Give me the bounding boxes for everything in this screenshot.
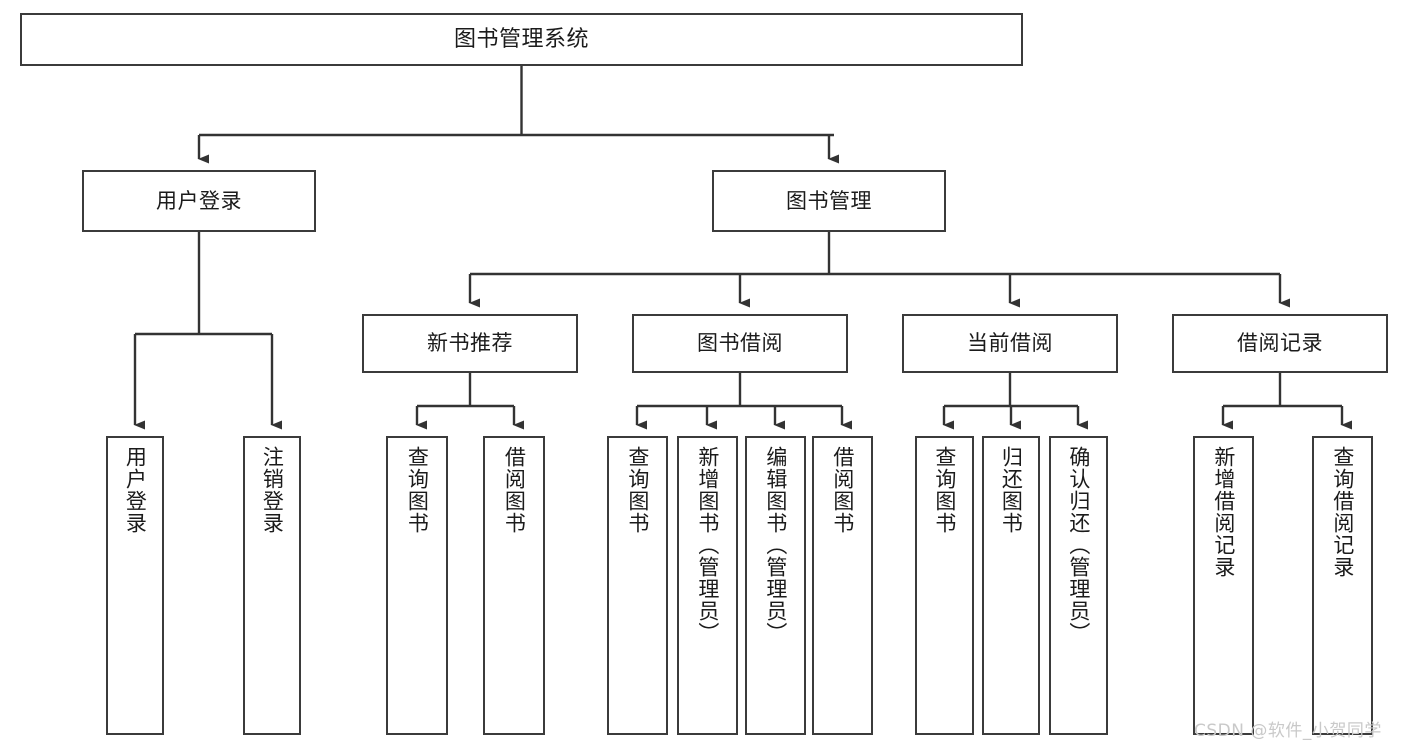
leaf-label: 查询借阅记录 [1330, 446, 1355, 578]
leaf-label: 查询图书 [932, 446, 957, 534]
node-root-label: 图书管理系统 [453, 26, 589, 52]
leaf-node-edit-book-admin[interactable]: 编辑图书（管理员） [745, 436, 806, 735]
node-new-book-recommend-label: 新书推荐 [427, 331, 513, 356]
node-book-borrow-label: 图书借阅 [697, 331, 783, 356]
node-current-borrow[interactable]: 当前借阅 [902, 314, 1118, 373]
leaf-node-query-borrow-record[interactable]: 查询借阅记录 [1312, 436, 1373, 735]
leaf-node-query-book-newrec[interactable]: 查询图书 [386, 436, 448, 735]
node-user-login[interactable]: 用户登录 [82, 170, 316, 232]
leaf-node-return-book[interactable]: 归还图书 [982, 436, 1040, 735]
leaf-node-borrow-book-newrec[interactable]: 借阅图书 [483, 436, 545, 735]
leaf-label: 归还图书 [999, 446, 1024, 534]
leaf-label: 新增图书（管理员） [695, 446, 720, 644]
node-book-management[interactable]: 图书管理 [712, 170, 946, 232]
node-user-login-label: 用户登录 [156, 188, 242, 213]
leaf-label: 新增借阅记录 [1211, 446, 1236, 578]
leaf-label: 借阅图书 [502, 446, 527, 534]
node-book-borrow[interactable]: 图书借阅 [632, 314, 848, 373]
node-borrow-record-label: 借阅记录 [1237, 331, 1323, 356]
leaf-node-borrow-book[interactable]: 借阅图书 [812, 436, 873, 735]
leaf-label: 用户登录 [123, 446, 148, 534]
leaf-label: 编辑图书（管理员） [763, 446, 788, 644]
leaf-node-user-login[interactable]: 用户登录 [106, 436, 164, 735]
leaf-label: 注销登录 [260, 446, 285, 534]
node-root-system[interactable]: 图书管理系统 [20, 13, 1023, 66]
leaf-node-query-book-current[interactable]: 查询图书 [915, 436, 974, 735]
leaf-node-confirm-return-admin[interactable]: 确认归还（管理员） [1049, 436, 1108, 735]
leaf-node-query-book-borrow[interactable]: 查询图书 [607, 436, 668, 735]
leaf-label: 查询图书 [625, 446, 650, 534]
node-borrow-record[interactable]: 借阅记录 [1172, 314, 1388, 373]
leaf-label: 借阅图书 [830, 446, 855, 534]
node-current-borrow-label: 当前借阅 [967, 331, 1053, 356]
node-new-book-recommend[interactable]: 新书推荐 [362, 314, 578, 373]
leaf-node-logout[interactable]: 注销登录 [243, 436, 301, 735]
leaf-node-add-book-admin[interactable]: 新增图书（管理员） [677, 436, 738, 735]
leaf-label: 确认归还（管理员） [1066, 446, 1091, 644]
leaf-node-add-borrow-record[interactable]: 新增借阅记录 [1193, 436, 1254, 735]
leaf-label: 查询图书 [405, 446, 430, 534]
node-book-management-label: 图书管理 [786, 188, 872, 213]
